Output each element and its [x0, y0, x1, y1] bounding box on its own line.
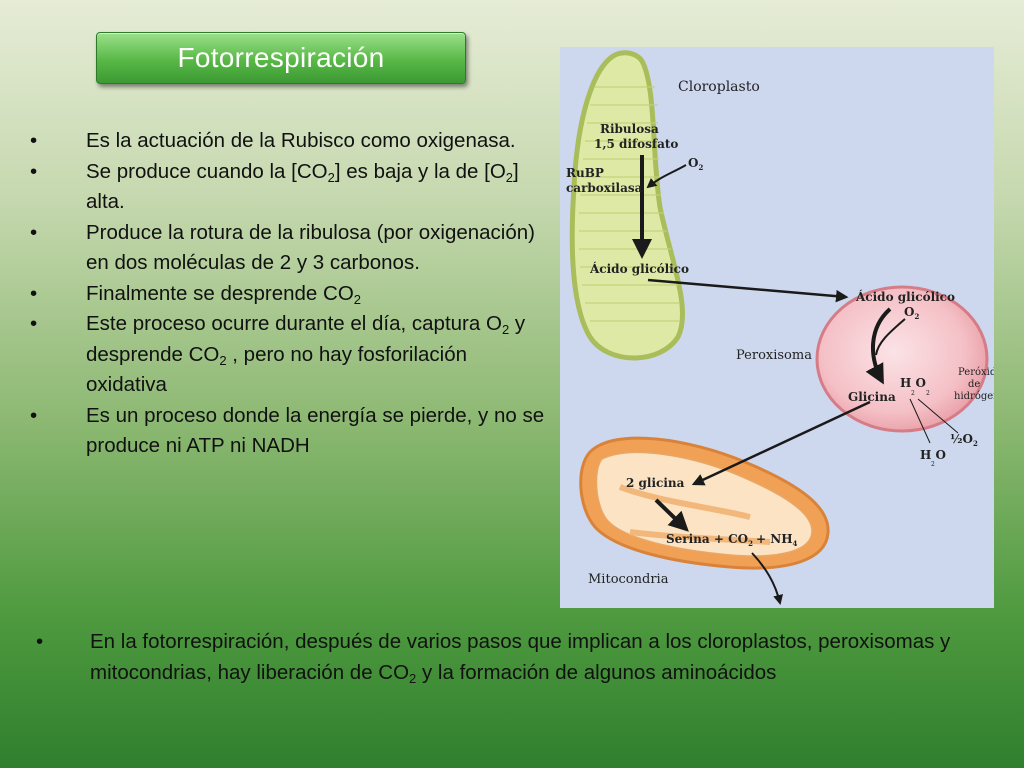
label-h2o2: H O	[900, 376, 926, 390]
label-rubp-2: carboxilasa	[566, 181, 643, 195]
bottom-note: • En la fotorrespiración, después de var…	[36, 626, 976, 688]
label-peroxide-3: hidrógeno	[954, 391, 994, 402]
label-mitochondria: Mitocondria	[588, 572, 669, 587]
bottom-bullet: •	[36, 630, 44, 653]
label-ribulose-2: 1,5 difosfato	[594, 137, 678, 151]
bullet-list: Es la actuación de la Rubisco como oxige…	[30, 126, 550, 462]
label-chloroplast: Cloroplasto	[678, 79, 760, 95]
label-glycolic-perox: Ácido glicólico	[855, 289, 955, 304]
bullet-item: Finalmente se desprende CO2	[30, 279, 550, 310]
arrow-o2-chloro	[646, 164, 687, 189]
peroxisome	[815, 285, 989, 433]
label-peroxisome: Peroxisoma	[736, 348, 812, 363]
label-glycolic-chloro: Ácido glicólico	[589, 261, 689, 276]
slide-title-text: Fotorrespiración	[177, 42, 385, 73]
label-nh4: + NH4	[756, 532, 798, 548]
label-o2-perox: O2	[904, 305, 919, 321]
bullet-item: Produce la rotura de la ribulosa (por ox…	[30, 218, 550, 279]
label-peroxide-2: de	[968, 379, 980, 390]
label-glycine: Glicina	[848, 390, 896, 404]
diagram-svg: Cloroplasto Ribulosa 1,5 difosfato O2 Ru…	[566, 50, 994, 605]
label-h2o: H O	[920, 448, 946, 462]
bullet-item: Es la actuación de la Rubisco como oxige…	[30, 126, 550, 157]
label-o2-chloro: O2	[688, 156, 703, 172]
label-h2o-sub: 2	[931, 461, 935, 468]
chloroplast	[569, 50, 685, 361]
bullet-item: Este proceso ocurre durante el día, capt…	[30, 309, 550, 401]
label-h2o2-sub1: 2	[911, 390, 915, 397]
arrow-chloro-to-perox	[647, 278, 849, 303]
arrow-o2-perox	[875, 318, 906, 356]
arrow-glycolic-to-glycine	[865, 307, 892, 385]
photorespiration-diagram: Cloroplasto Ribulosa 1,5 difosfato O2 Ru…	[560, 47, 994, 608]
bullet-item: Es un proceso donde la energía se pierde…	[30, 401, 550, 462]
slide-title: Fotorrespiración	[96, 32, 466, 84]
arrow-glycine-to-serine	[654, 498, 689, 532]
label-peroxide-1: Peróxido	[958, 367, 994, 378]
label-h2o2-sub2: 2	[926, 390, 930, 397]
label-rubp-1: RuBP	[566, 166, 604, 180]
line-h2o2-a	[909, 398, 931, 444]
arrow-perox-to-mito	[691, 400, 871, 486]
label-ribulose-1: Ribulosa	[600, 122, 659, 136]
mitochondria	[579, 436, 830, 570]
line-h2o2-b	[917, 398, 959, 434]
label-half-o2: ½O2	[950, 432, 978, 448]
label-serine-products: Serina + CO2	[666, 532, 753, 548]
label-two-glycine: 2 glicina	[626, 476, 685, 490]
arrow-nh4-out	[751, 552, 784, 605]
bullet-item: Se produce cuando la [CO2] es baja y la …	[30, 157, 550, 218]
bottom-note-text: En la fotorrespiración, después de vario…	[90, 630, 951, 686]
